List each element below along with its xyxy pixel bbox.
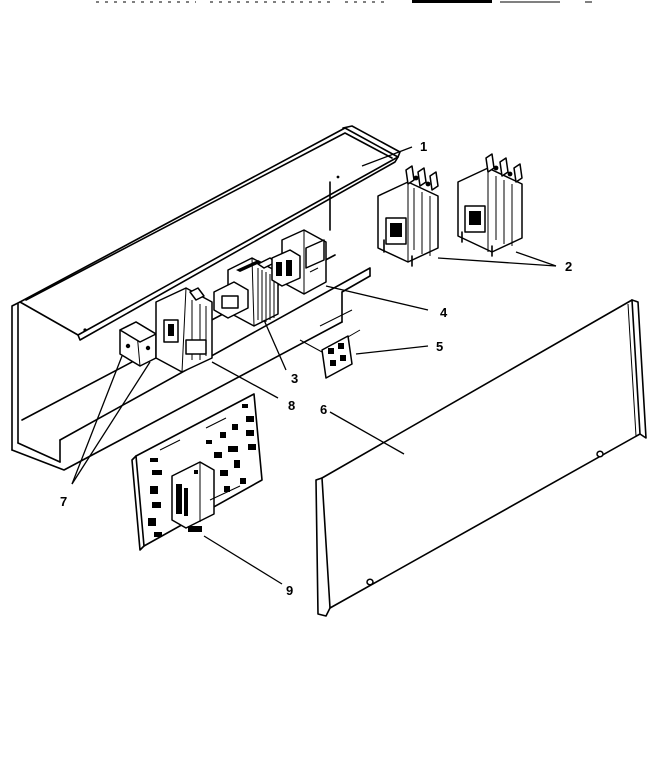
- callout-8: 8: [288, 398, 295, 413]
- leader-8: [211, 361, 279, 399]
- leader-7b: [71, 361, 151, 485]
- leader-6: [329, 411, 405, 455]
- leader-3: [263, 319, 287, 371]
- callout-3: 3: [291, 371, 298, 386]
- leader-7a: [71, 355, 123, 485]
- control-circuit-board: [131, 393, 263, 551]
- leader-4: [325, 285, 429, 311]
- leader-9: [203, 535, 283, 585]
- callout-6: 6: [320, 402, 327, 417]
- terminal-block: [321, 335, 353, 379]
- callout-9: 9: [286, 583, 293, 598]
- small-relay: [119, 321, 157, 367]
- leader-lines: [71, 146, 557, 585]
- box-contactor: [155, 287, 213, 373]
- relay: [271, 229, 327, 295]
- transformer: [213, 257, 279, 327]
- callout-5: 5: [436, 339, 443, 354]
- callout-7: 7: [60, 494, 67, 509]
- cropped-header-strip: [96, 0, 592, 3]
- leader-2a: [437, 257, 557, 267]
- callouts: 1 2 3 4 5 6 7 8 9: [60, 139, 572, 598]
- contactor-left: [377, 165, 439, 267]
- leader-1: [361, 146, 413, 167]
- leader-2b: [515, 251, 557, 267]
- callout-4: 4: [440, 305, 448, 320]
- contactor-right: [457, 153, 523, 257]
- leader-5: [355, 345, 429, 355]
- callout-2: 2: [565, 259, 572, 274]
- access-cover-panel: [315, 299, 647, 617]
- callout-1: 1: [420, 139, 427, 154]
